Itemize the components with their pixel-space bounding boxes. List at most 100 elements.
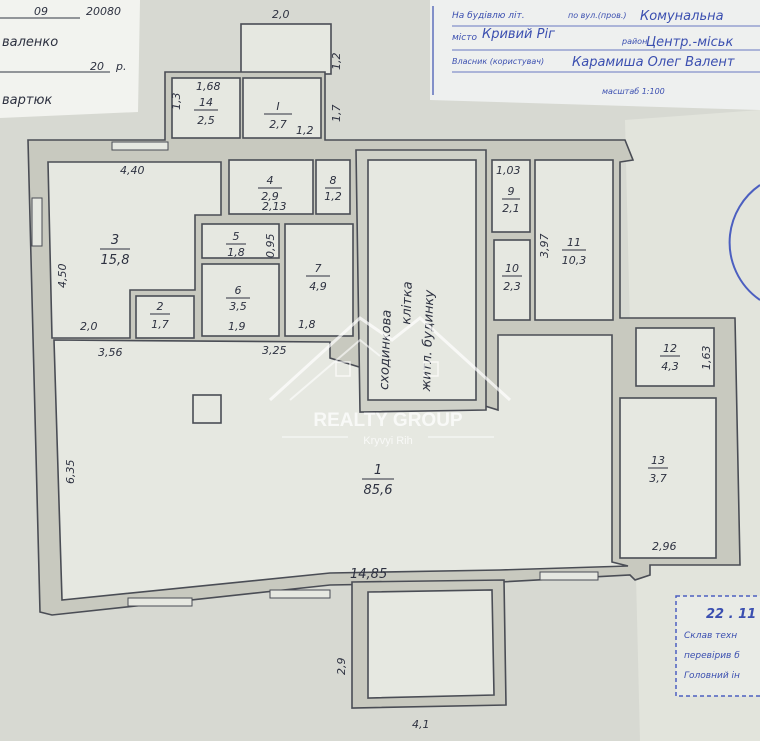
room-label-6: 6 3,5 (226, 284, 250, 313)
room-1-number: 1 (374, 463, 382, 478)
room-6-number: 6 (235, 284, 242, 297)
dim-103: 1,03 (496, 164, 521, 177)
room-12 (635, 327, 715, 387)
header-left-sheet (0, 0, 140, 118)
stairwell (367, 159, 477, 401)
room-2 (135, 295, 195, 339)
dim-450: 4,50 (56, 264, 69, 289)
dim-porch-side: 1,2 (330, 53, 343, 71)
room-label-5: 5 1,8 (226, 230, 246, 259)
room-I (242, 77, 322, 139)
dim-296: 2,96 (652, 540, 677, 553)
watermark-title: REALTY GROUP (313, 410, 463, 431)
windows (31, 141, 599, 607)
stamp-bottom: 22 . 11 Склав техн перевірив б Головний … (675, 595, 760, 697)
dim-397: 3,97 (538, 234, 551, 259)
header-left-year: 20080 (86, 5, 121, 18)
room-11 (534, 159, 614, 321)
round-seal-fragment (728, 184, 760, 301)
dim-213: 2,13 (262, 200, 287, 213)
dim-356: 3,56 (98, 346, 123, 359)
room-13-area: 3,7 (649, 472, 667, 485)
room-label-2: 2 1,7 (150, 300, 170, 331)
room-label-4: 4 2,9 (258, 174, 282, 203)
room-8-number: 8 (330, 174, 337, 187)
dim-17: 1,7 (330, 105, 343, 123)
stamp-label-street: по вул.(пров.) (568, 11, 626, 20)
header-left-name: валенко (2, 35, 58, 50)
bottom-porch (367, 589, 495, 699)
room-label-11: 11 10,3 (562, 236, 587, 267)
room-7 (284, 223, 354, 337)
header-left-day: 09 (34, 5, 48, 18)
room-label-9: 9 2,1 (502, 185, 520, 215)
dim-13: 1,3 (170, 93, 183, 111)
room-label-3: 3 15,8 (100, 233, 130, 268)
room-13 (619, 397, 717, 559)
stamp-label-district: район (621, 37, 647, 46)
room-9 (491, 159, 531, 233)
room-11-number: 11 (567, 236, 581, 249)
room-label-8: 8 1,2 (324, 174, 342, 203)
room-8-area: 1,2 (324, 190, 342, 203)
room-3-area: 15,8 (101, 253, 130, 268)
room-2-number: 2 (157, 300, 164, 313)
room-5-number: 5 (233, 230, 240, 243)
room-7-area: 4,9 (309, 280, 327, 293)
dim-1485: 14,85 (350, 567, 387, 582)
watermark-subtitle: Kryvyi Rih (363, 435, 413, 447)
dim-635: 6,35 (64, 460, 77, 485)
watermark: REALTY GROUP Kryvyi Rih (268, 316, 512, 447)
stamp-district-value: Центр.-міськ (646, 35, 733, 50)
room-I-number: I (276, 100, 279, 113)
room-14-number: 14 (199, 96, 213, 109)
stamp-label-building: На будівлю літ. (452, 11, 525, 21)
header-left-surname: вартюк (2, 93, 52, 108)
room-7-number: 7 (315, 262, 322, 275)
dim-325: 3,25 (262, 344, 287, 357)
room-label-14: 14 2,5 (194, 96, 218, 127)
dim-20: 2,0 (80, 320, 98, 333)
dim-top-porch: 2,0 (272, 8, 290, 21)
dimension-labels: 2,0 1,2 1,68 1,3 1,7 1,2 4,40 4,50 2,0 3… (56, 8, 713, 731)
stamp-date: 22 . 11 (706, 607, 756, 622)
room-3-number: 3 (111, 233, 119, 248)
room-label-1: 1 85,6 (362, 463, 394, 498)
top-porch (240, 23, 332, 75)
room-8 (315, 159, 351, 215)
stamp-line1: Склав техн (684, 631, 737, 641)
room-I-area: 2,7 (269, 118, 287, 131)
dim-163: 1,63 (700, 346, 713, 371)
room-6 (201, 263, 280, 337)
room-14-area: 2,5 (197, 114, 215, 127)
room-4-number: 4 (267, 174, 274, 187)
stamp-street-value: Комунальна (640, 9, 724, 24)
stair-text-line1: сходинкова (377, 309, 395, 390)
room-label-13: 13 3,7 (648, 454, 668, 485)
room-10-number: 10 (505, 262, 519, 275)
room-1-area: 85,6 (364, 483, 393, 498)
dim-19: 1,9 (228, 320, 246, 333)
room-label-12: 12 4,3 (660, 342, 680, 373)
room-2-area: 1,7 (151, 318, 169, 331)
room-labels: 1 85,6 2 1,7 3 15,8 4 2,9 5 1,8 6 3,5 (100, 96, 680, 498)
room-10-area: 2,3 (503, 280, 521, 293)
room-5 (201, 223, 280, 259)
stair-text-line2: клітка (399, 281, 415, 325)
stamp-line2: перевірив б (684, 651, 740, 661)
room-9-area: 2,1 (502, 202, 520, 215)
room-11-area: 10,3 (562, 254, 587, 267)
room-label-7: 7 4,9 (306, 262, 330, 293)
stamp-owner-value: Карамиша Олег Валент (572, 55, 735, 70)
room-10 (493, 239, 531, 321)
room-label-I: I 2,7 (264, 100, 292, 131)
room-12-area: 4,3 (661, 360, 679, 373)
header-left: 09 20080 валенко 20 р. вартюк (0, 5, 126, 108)
dim-18: 1,8 (298, 318, 316, 331)
dim-168: 1,68 (196, 80, 221, 93)
room-5-area: 1,8 (227, 246, 245, 259)
header-right-stamp: На будівлю літ. по вул.(пров.) Комунальн… (432, 6, 760, 96)
column (192, 394, 222, 424)
stamp-label-city: місто (452, 33, 477, 43)
